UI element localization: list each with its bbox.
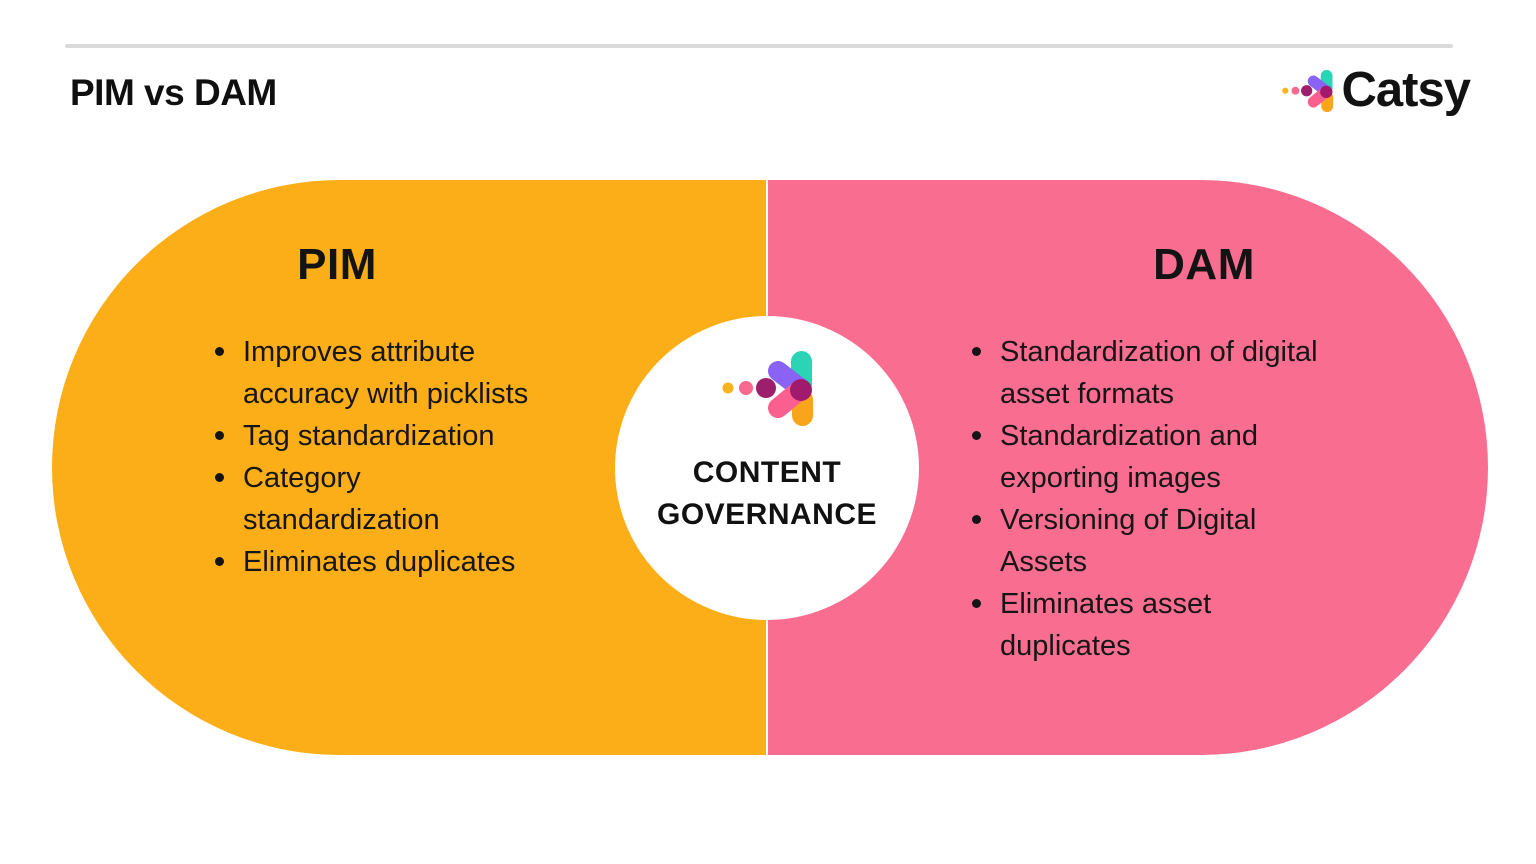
list-item: Eliminates asset duplicates [970,583,1318,667]
dam-list: Standardization of digital asset formats… [970,331,1318,667]
comparison-diagram: PIM Improves attribute accuracy with pic… [52,180,1488,755]
top-divider [65,44,1453,48]
center-label-line2: GOVERNANCE [656,498,878,531]
bullet-icon [972,347,981,356]
pim-list: Improves attribute accuracy with picklis… [213,331,528,583]
center-label: CONTENT GOVERNANCE [657,452,877,536]
list-item: Versioning of Digital Assets [970,499,1318,583]
content-governance-badge: CONTENT GOVERNANCE [615,316,919,620]
brand-name: Catsy [1341,63,1471,117]
bullet-icon [215,557,224,566]
bullet-icon [972,431,981,440]
pim-title: PIM [297,240,377,289]
list-item: Standardization of digital asset formats [970,331,1318,415]
bullet-icon [215,347,224,356]
bullet-icon [215,431,224,440]
bullet-icon [972,515,981,524]
catsy-logo-icon [1281,69,1333,112]
list-item: Category standardization [213,457,528,541]
catsy-logo: Catsy [1278,63,1471,117]
list-item: Eliminates duplicates [213,541,528,583]
dam-title: DAM [1153,240,1255,289]
catsy-mark-icon [722,351,813,426]
bullet-icon [215,473,224,482]
list-item: Improves attribute accuracy with picklis… [213,331,528,415]
bullet-icon [972,599,981,608]
center-label-line1: CONTENT [692,456,842,489]
list-item: Tag standardization [213,415,528,457]
page-title: PIM vs DAM [70,72,277,113]
list-item: Standardization and exporting images [970,415,1318,499]
